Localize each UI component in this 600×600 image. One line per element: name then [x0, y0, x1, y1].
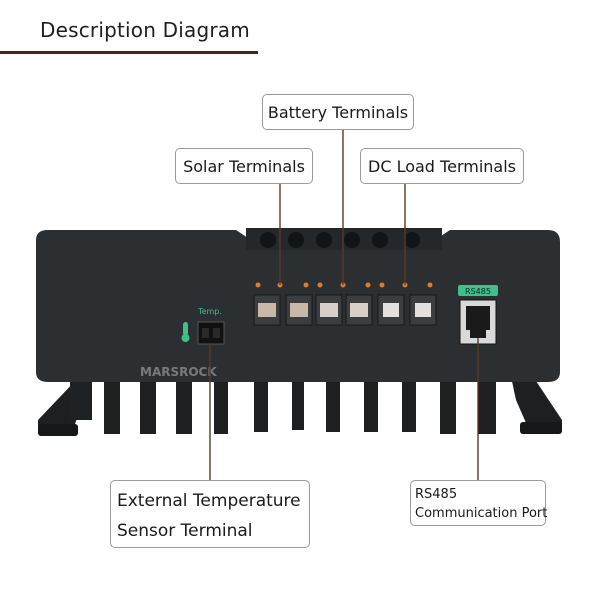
rs485-badge-label: RS485 [465, 287, 491, 296]
rs485-callout: RS485 Communication Port [410, 480, 548, 526]
rs485-callout-line1: RS485 [415, 487, 458, 502]
heatsink [38, 372, 562, 436]
leader-lines [209, 130, 479, 480]
dc-load-terminals-callout: DC Load Terminals [360, 148, 524, 184]
temp-port-label: Temp. [197, 307, 222, 316]
sensor-callout-line2: Sensor Terminal [117, 521, 253, 541]
page-title: Description Diagram [40, 18, 250, 42]
temp-sensor-port: Temp. [181, 307, 225, 345]
thermometer-icon [181, 322, 190, 342]
battery-terminals-callout: Battery Terminals [262, 94, 414, 130]
title-underline [0, 51, 258, 54]
terminal-markers [255, 282, 433, 288]
rs485-port: RS485 [458, 285, 498, 345]
solar-terminals-callout: Solar Terminals [175, 148, 313, 184]
rs485-callout-line2: Communication Port [415, 506, 548, 521]
sensor-callout-line1: External Temperature [117, 491, 301, 511]
watermark: MARSROCK [140, 365, 217, 379]
temperature-sensor-callout: External Temperature Sensor Terminal [110, 480, 310, 548]
terminal-block [253, 294, 437, 326]
